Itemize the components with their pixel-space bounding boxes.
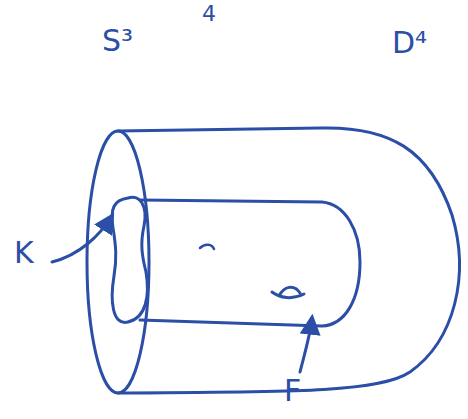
mark: [200, 245, 214, 249]
label-text: S³: [102, 24, 133, 57]
d4-boundary: [118, 128, 459, 393]
leader-line: [300, 318, 312, 372]
surface-f: [140, 200, 360, 326]
handle-symbol: [272, 287, 304, 297]
label-text: K: [14, 236, 34, 269]
label-text: F: [284, 374, 301, 407]
leader-line: [52, 216, 112, 262]
label-text: D⁴: [392, 26, 427, 59]
knot-k: [112, 197, 147, 322]
label-text: 4: [202, 2, 216, 26]
s3-boundary: [87, 131, 149, 393]
